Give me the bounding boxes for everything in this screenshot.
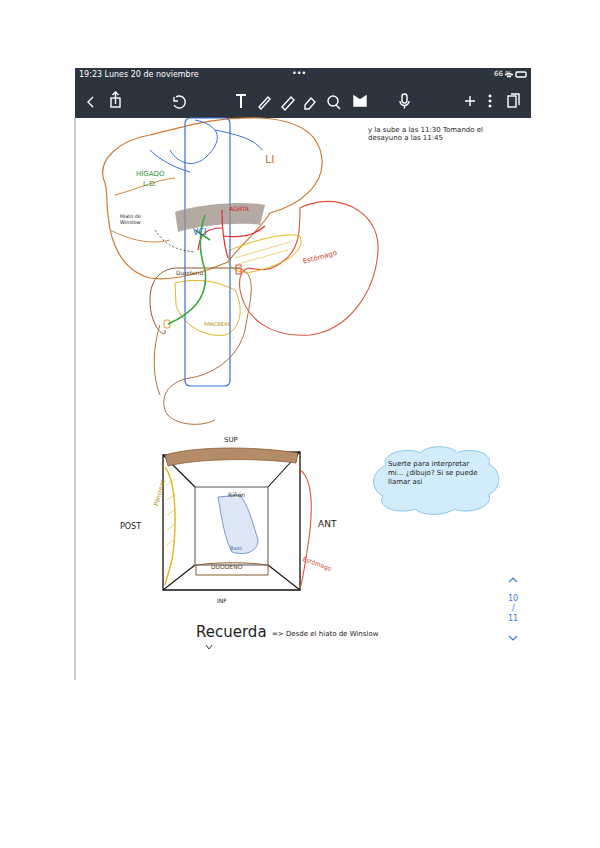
cloud-note: Suerte para interpretar mi... ¿dibujo? S… [370, 444, 502, 486]
stomach-band [300, 470, 311, 588]
pancreas-hatch [235, 242, 290, 264]
pancreas-band [165, 467, 175, 585]
organ-label: Páncreas [153, 479, 167, 507]
handwritten-note: y la sube a las 11:30 Tomando el desayun… [368, 126, 493, 142]
battery-level: 66 % [494, 70, 512, 78]
structure-label: Hiato de Winslow [120, 214, 154, 226]
page-number: 10 [508, 594, 518, 603]
vena-cava [185, 118, 230, 386]
duodenum-loop [164, 268, 252, 424]
status-time: 19:23 Lunes 20 de noviembre [79, 70, 199, 79]
box-outer [163, 452, 300, 590]
organ-label: PÁNCREAS [204, 322, 231, 328]
direction-label: POST [120, 522, 141, 531]
bile-duct [168, 215, 210, 324]
lobe-label: L.D. [143, 180, 157, 188]
intestine [154, 325, 160, 395]
direction-label: ANT [318, 519, 336, 529]
liver-contour [110, 178, 175, 242]
pylorus [236, 265, 241, 274]
duodenum-band [196, 563, 268, 575]
arteries [198, 210, 265, 258]
thought-cloud: Suerte para interpretar mi... ¿dibujo? S… [370, 444, 502, 516]
page-arrows [509, 578, 517, 640]
organ-label: Riñón [228, 492, 245, 499]
check-mark [206, 645, 212, 649]
duodenum [150, 268, 240, 334]
direction-label: SUP [224, 436, 238, 444]
organ-label: Bazo [230, 546, 242, 552]
page-number: 11 [508, 614, 518, 623]
page-edge [75, 118, 76, 680]
lobe-label: LI [265, 154, 274, 167]
leader-line [155, 230, 195, 252]
hepatic-veins [150, 120, 262, 172]
vessel-label: VCI [193, 228, 206, 237]
pancreas-hatch [167, 479, 176, 545]
status-dots: ••• [292, 69, 306, 78]
vessel-label: AORTA [229, 206, 249, 213]
organ-label: Estómago [302, 556, 333, 573]
box-inner [195, 487, 268, 565]
app-toolbar [75, 68, 531, 118]
liver-outline [103, 118, 322, 279]
organ-label: Estómago [302, 249, 338, 266]
organ-label: DUODENO [211, 564, 242, 571]
handwritten-title: Recuerda [196, 624, 267, 641]
direction-label: INF [217, 598, 227, 605]
liver-band [165, 448, 298, 466]
box-edges [163, 452, 300, 590]
handwritten-note: => Desde el hiato de Winslow [272, 630, 378, 638]
page-separator: / [512, 604, 515, 613]
kidney-shape [218, 495, 258, 554]
organ-label: Duodeno [176, 270, 203, 277]
pancreas-body [228, 235, 301, 272]
organ-label: HÍGADO [136, 170, 164, 178]
